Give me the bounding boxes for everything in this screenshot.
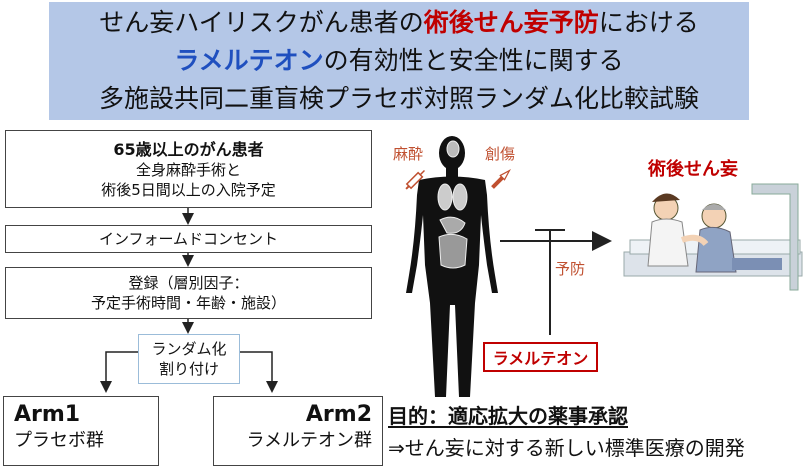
arm2-subtitle: ラメルテオン群 <box>246 430 372 451</box>
arrow-to-arm1 <box>100 351 138 393</box>
title-highlight: 術後せん妄予防 <box>423 8 599 37</box>
randomization-line: 割り付け <box>158 360 219 378</box>
arm1-title: Arm1 <box>14 402 81 427</box>
title-line-2: ラメルテオンの有効性と安全性に関する <box>174 42 623 80</box>
eligibility-title: 65歳以上のがん患者 <box>113 139 264 159</box>
inhibition-diagram <box>500 229 612 335</box>
arm2-title: Arm2 <box>305 402 372 427</box>
scalpel-icon <box>491 169 511 189</box>
prevention-label: 予防 <box>555 260 586 278</box>
delirium-label: 術後せん妄 <box>648 159 738 180</box>
patient-nurse-illustration <box>623 183 803 291</box>
syringe-icon <box>405 169 426 190</box>
human-body-illustration <box>406 136 498 397</box>
registration-box: 登録（層別因子： 予定手術時間・年齢・施設） <box>5 267 372 319</box>
title-text: における <box>598 8 699 37</box>
title-text: の有効性と安全性に関する <box>323 46 624 75</box>
consent-label: インフォームドコンセント <box>98 230 279 248</box>
title-banner: せん妄ハイリスクがん患者の術後せん妄予防における ラメルテオンの有効性と安全性に… <box>49 2 749 120</box>
title-line-3: 多施設共同二重盲検プラセボ対照ランダム化比較試験 <box>99 80 699 118</box>
purpose-title: 目的：適応拡大の薬事承認 <box>388 404 628 428</box>
anesthesia-label: 麻酔 <box>393 145 424 163</box>
title-highlight-drug: ラメルテオン <box>174 46 324 75</box>
eligibility-line: 術後5日間以上の入院予定 <box>101 180 276 199</box>
eligibility-box: 65歳以上のがん患者 全身麻酔手術と 術後5日間以上の入院予定 <box>5 130 372 208</box>
title-text: せん妄ハイリスクがん患者の <box>99 8 424 37</box>
arm1-box: Arm1 プラセボ群 <box>3 396 159 466</box>
randomization-line: ランダム化 <box>151 340 227 358</box>
eligibility-line: 全身麻酔手術と <box>135 160 241 179</box>
randomization-box: ランダム化 割り付け <box>138 334 240 384</box>
arrow-to-arm2 <box>240 351 278 393</box>
arm2-box: Arm2 ラメルテオン群 <box>213 396 383 466</box>
arm1-subtitle: プラセボ群 <box>14 430 104 451</box>
drug-box: ラメルテオン <box>483 342 598 372</box>
title-line-1: せん妄ハイリスクがん患者の術後せん妄予防における <box>99 4 699 42</box>
registration-line: 登録（層別因子： <box>128 274 249 292</box>
injury-label: 創傷 <box>485 145 516 163</box>
registration-line: 予定手術時間・年齢・施設） <box>90 294 286 312</box>
title-text: 多施設共同二重盲検プラセボ対照ランダム化比較試験 <box>98 84 699 113</box>
purpose-subtitle: ⇒せん妄に対する新しい標準医療の開発 <box>388 436 745 460</box>
consent-box: インフォームドコンセント <box>5 225 372 253</box>
